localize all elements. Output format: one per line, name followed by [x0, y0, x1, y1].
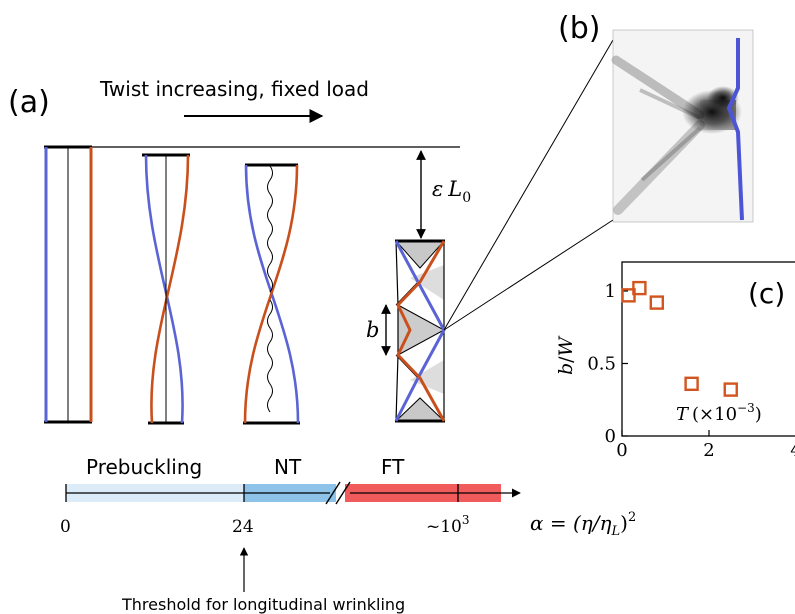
ribbon-folded — [394, 239, 446, 423]
threshold-caption: Threshold for longitudinal wrinkling — [121, 595, 405, 614]
regime-label-ft: FT — [381, 455, 405, 479]
panel-c-chart: 0 0.5 1 0 2 4 — [587, 261, 795, 461]
ribbon-prebuckling — [44, 145, 93, 424]
regime-label-nt: NT — [274, 455, 302, 479]
panel-b-label: (b) — [558, 11, 600, 46]
tick-0: 0 — [60, 517, 71, 537]
ribbon-helicoid — [142, 153, 190, 425]
panel-a-label: (a) — [8, 85, 50, 120]
c-data-point — [684, 376, 699, 391]
c-data-point — [632, 280, 647, 296]
c-xtick-label: 2 — [703, 440, 714, 461]
c-ytick-label: 0.5 — [587, 354, 616, 375]
alpha-axis-label: α = (η/ηL)2 — [530, 510, 636, 539]
c-data-point — [723, 382, 738, 397]
c-xtick-label: 0 — [616, 440, 627, 461]
c-xlabel: T(×10−3) — [676, 401, 762, 425]
twist-arrow-caption: Twist increasing, fixed load — [99, 77, 369, 101]
c-data-point — [621, 288, 636, 303]
zoom-line-lower — [443, 219, 614, 331]
c-ylabel: b/W — [555, 335, 577, 375]
ribbon-wrinkled — [243, 163, 300, 425]
c-data-point — [649, 295, 664, 310]
wavelength-label: b — [366, 318, 379, 342]
zoom-line-upper — [443, 39, 614, 331]
c-ytick-label: 1 — [605, 281, 616, 302]
regime-label-prebuckling: Prebuckling — [86, 455, 202, 479]
regime-bar — [65, 481, 521, 505]
c-ytick-label: 0 — [605, 426, 616, 447]
panel-c-label: (c) — [748, 277, 785, 310]
tick-far: ~103 — [426, 513, 470, 537]
tick-24: 24 — [232, 517, 254, 537]
photo-inset — [611, 29, 754, 223]
c-xtick-label: 4 — [790, 440, 795, 461]
